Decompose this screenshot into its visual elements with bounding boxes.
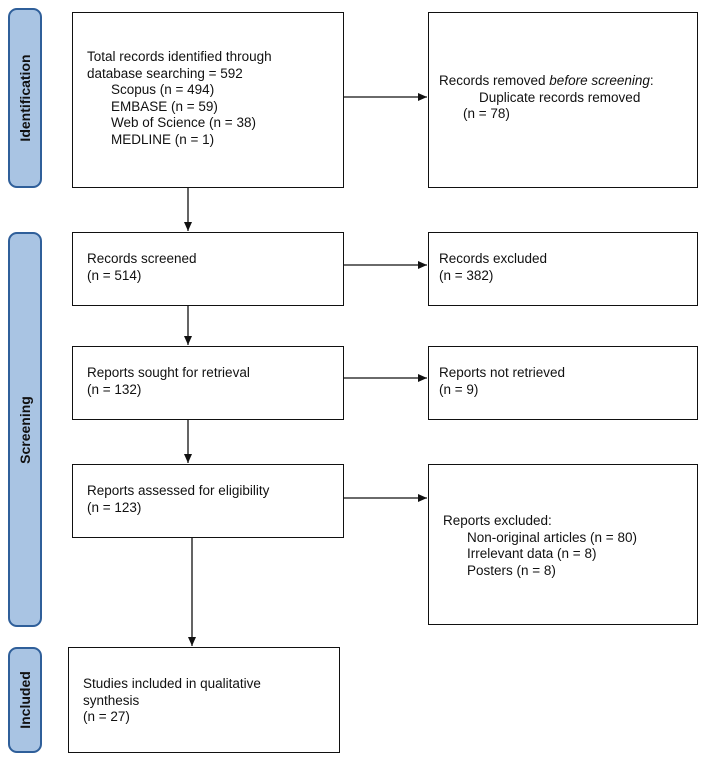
source-scopus: Scopus (n = 494) [111,82,215,97]
reports-sought-box: Reports sought for retrieval (n = 132) [72,346,344,420]
exclusion-reason-non-original: Non-original articles (n = 80) [467,529,637,545]
records-removed-box: Records removed before screening: Duplic… [428,12,698,188]
records-screened-box: Records screened (n = 514) [72,232,344,306]
source-medline: MEDLINE (n = 1) [111,131,215,147]
records-removed-label: Records removed before screening: [439,73,654,88]
studies-included-box: Studies included in qualitative synthesi… [68,647,340,753]
records-identified-box: Total records identified through databas… [72,12,344,188]
studies-included-count: (n = 27) [83,709,130,724]
records-excluded-count: (n = 382) [439,267,494,283]
phase-identification: Identification [8,8,42,188]
records-excluded-box: Records excluded (n = 382) [428,232,698,306]
records-screened-count: (n = 514) [87,267,142,283]
reports-sought-label: Reports sought for retrieval [87,365,250,380]
phase-screening: Screening [8,232,42,627]
exclusion-reason-irrelevant-data: Irrelevant data (n = 8) [467,546,597,561]
reports-not-retrieved-count: (n = 9) [439,381,479,397]
records-screened-label: Records screened [87,251,197,266]
studies-included-line1: Studies included in qualitative [83,676,261,691]
records-removed-count: (n = 78) [463,106,510,121]
exclusion-reason-posters: Posters (n = 8) [467,562,556,578]
reports-not-retrieved-box: Reports not retrieved (n = 9) [428,346,698,420]
reports-excluded-label: Reports excluded: [443,513,552,528]
phase-included: Included [8,647,42,753]
studies-included-line2: synthesis [83,692,140,708]
records-identified-line1: Total records identified through [87,49,272,64]
records-excluded-label: Records excluded [439,251,548,266]
reports-assessed-box: Reports assessed for eligibility (n = 12… [72,464,344,538]
reports-sought-count: (n = 132) [87,381,142,397]
reports-assessed-count: (n = 123) [87,499,142,515]
records-identified-line2: database searching = 592 [87,65,243,81]
source-embase: EMBASE (n = 59) [111,98,218,114]
source-web-of-science: Web of Science (n = 38) [111,115,256,130]
reports-not-retrieved-label: Reports not retrieved [439,365,566,380]
reports-excluded-box: Reports excluded: Non-original articles … [428,464,698,625]
reports-assessed-label: Reports assessed for eligibility [87,483,270,498]
duplicate-records-label: Duplicate records removed [479,89,641,105]
